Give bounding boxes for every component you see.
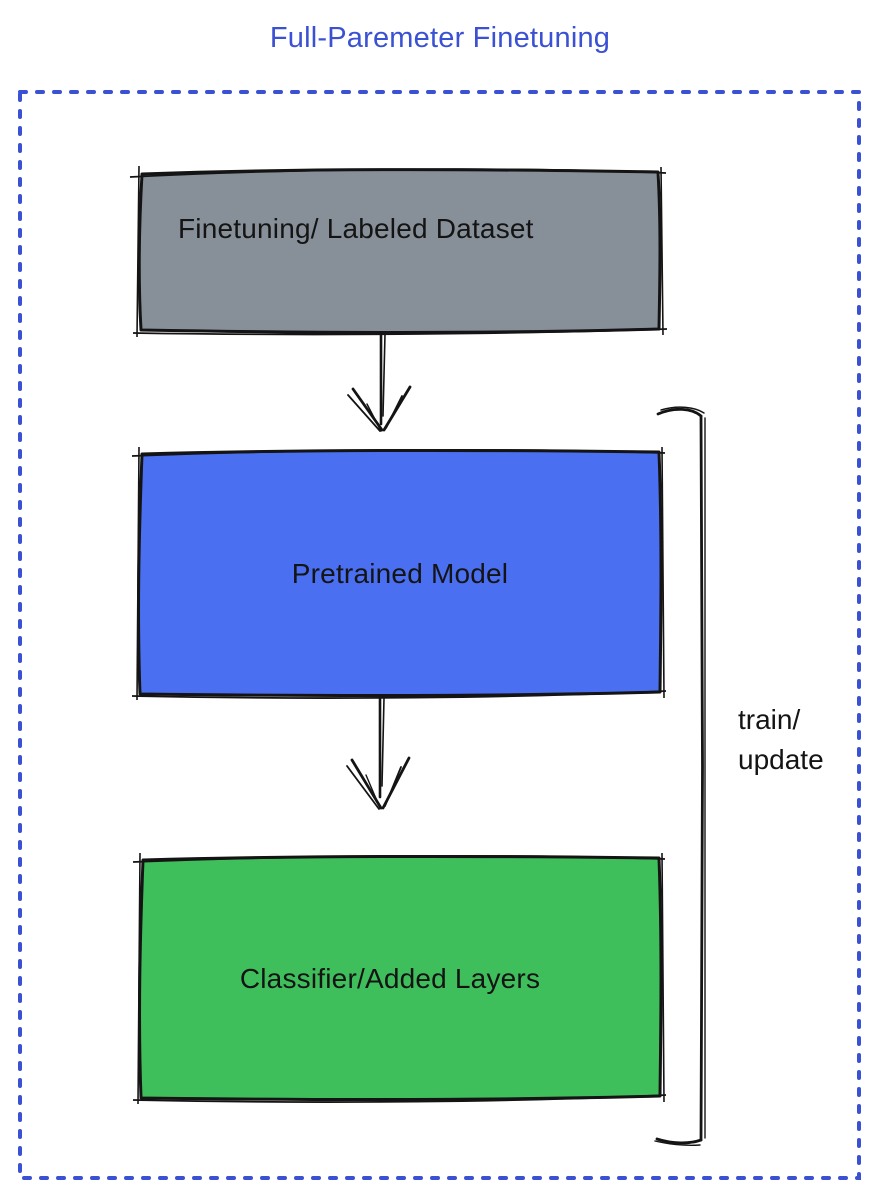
dataset-box <box>130 166 667 337</box>
dotted-border <box>20 92 859 1178</box>
pretrained-box-sketch-bottom <box>132 691 666 698</box>
arrow-pretrained-to-classifier <box>347 698 409 809</box>
dataset-box-sketch-top <box>130 169 666 177</box>
pretrained-box-sketch-top <box>132 450 665 456</box>
classifier-box-sketch-bottom <box>133 1095 666 1102</box>
diagram-title: Full-Paremeter Finetuning <box>269 22 611 54</box>
classifier-box-sketch-top <box>133 856 665 862</box>
dataset-box-sketch-left <box>137 166 139 337</box>
dataset-box-sketch-bottom <box>133 329 667 334</box>
train-update-label: train/ update <box>738 700 824 780</box>
dataset-box-sketch-right <box>661 167 663 335</box>
classifier-box-sketch-right <box>662 853 664 1102</box>
classifier-box-label: Classifier/Added Layers <box>239 963 541 994</box>
train-update-bracket <box>655 407 705 1145</box>
pretrained-box-sketch-left <box>137 447 139 700</box>
pretrained-box-label: Pretrained Model <box>291 558 509 589</box>
classifier-box-sketch-left <box>138 853 140 1104</box>
dataset-box-label: Finetuning/ Labeled Dataset <box>178 213 534 244</box>
train-update-label-line1: train/ <box>738 704 801 735</box>
dataset-box-shape <box>139 170 660 333</box>
train-update-label-line2: update <box>738 744 824 775</box>
pretrained-box <box>132 447 666 700</box>
arrow-dataset-to-pretrained <box>348 334 410 431</box>
pretrained-box-sketch-right <box>662 447 664 698</box>
classifier-box <box>133 853 666 1104</box>
